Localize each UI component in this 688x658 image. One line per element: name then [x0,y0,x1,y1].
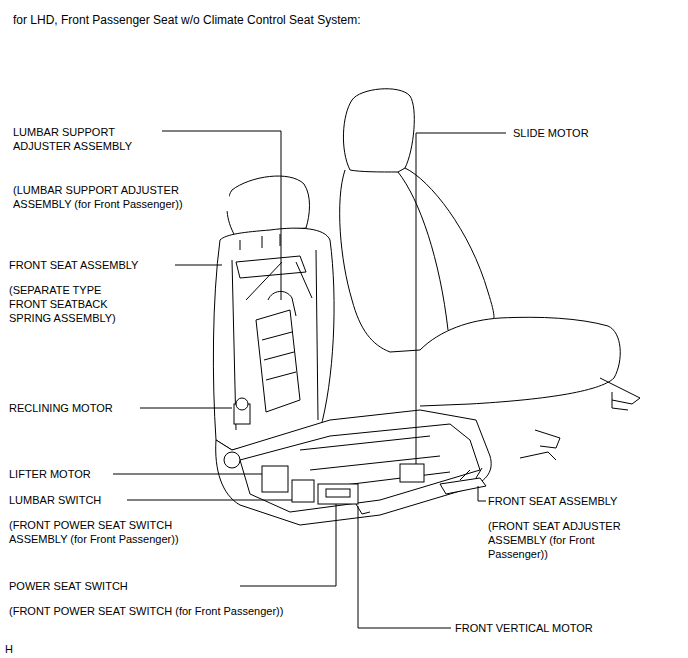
part-name: FRONT SEAT ASSEMBLY [487,494,618,508]
part-note: (LUMBAR SUPPORT ADJUSTER ASSEMBLY (for F… [12,183,229,211]
part-name: LIFTER MOTOR [8,467,92,481]
part-name: LUMBAR SWITCH [8,493,102,507]
title: for LHD, Front Passenger Seat w/o Climat… [13,13,360,28]
part-name: FRONT SEAT ASSEMBLY [8,258,139,272]
part-name: POWER SEAT SWITCH [8,579,129,593]
part-name: RECLINING MOTOR [8,401,114,415]
part-name: LUMBAR SUPPORT ADJUSTER ASSEMBLY [12,125,144,153]
part-note: (FRONT POWER SEAT SWITCH (for Front Pass… [8,604,284,618]
part-note: (FRONT SEAT ADJUSTER ASSEMBLY (for Front… [487,519,639,561]
part-note: (SEPARATE TYPE FRONT SEATBACK SPRING ASS… [8,283,130,325]
part-name: SLIDE MOTOR [512,126,590,140]
part-note: (FRONT POWER SEAT SWITCH ASSEMBLY (for F… [8,518,225,546]
figure-code: H [4,642,14,656]
part-name: FRONT VERTICAL MOTOR [454,621,594,635]
